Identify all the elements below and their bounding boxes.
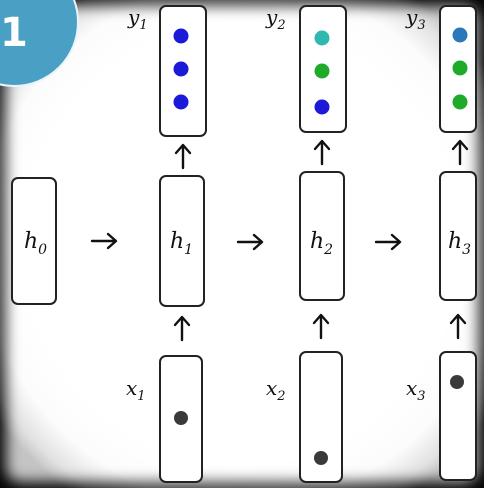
label-x3: x3 [406, 376, 426, 404]
input-column-x2: x2 [266, 351, 343, 483]
output-dot-y3-2 [452, 60, 468, 76]
label-h0: h0 [24, 229, 47, 258]
arrow-x3-to-h3 [449, 313, 467, 340]
output-dot-y3-3 [452, 94, 468, 110]
output-dot-y1-1 [173, 28, 189, 44]
label-x2: x2 [266, 376, 286, 404]
step-badge-label: 1 [0, 10, 28, 56]
output-dot-y3-1 [452, 27, 468, 43]
hidden-box-h0 [11, 177, 57, 305]
label-y3: y3 [405, 5, 426, 33]
output-column-y2: y2 [265, 5, 347, 133]
label-h2: h2 [310, 229, 333, 258]
hidden-box-h3 [439, 171, 477, 301]
input-box-x2 [299, 351, 343, 483]
input-dot-x3 [450, 375, 464, 389]
output-dot-y2-2 [314, 63, 330, 79]
arrow-h0-to-h1 [90, 232, 118, 250]
hidden-box-h2 [299, 171, 345, 301]
input-dot-x1 [174, 411, 188, 425]
output-dot-y1-2 [173, 61, 189, 77]
input-dot-x2 [314, 451, 328, 465]
step-badge: 1 [0, 0, 79, 87]
hidden-box-h1 [159, 175, 205, 307]
output-dot-y2-1 [314, 30, 330, 46]
output-dot-y2-3 [314, 99, 330, 115]
hidden-state-h1: h1 [159, 175, 205, 307]
output-dots-y2 [314, 30, 330, 115]
input-box-x3 [439, 351, 477, 481]
hidden-state-h0: h0 [11, 177, 57, 305]
label-x1: x1 [126, 376, 146, 404]
label-h1: h1 [170, 229, 193, 258]
arrow-h1-to-h2 [236, 233, 264, 251]
output-dots-y3 [452, 27, 468, 110]
arrow-h2-to-y2 [313, 139, 331, 166]
arrow-x2-to-h2 [312, 313, 330, 340]
arrow-x1-to-h1 [173, 315, 191, 342]
output-dots-y1 [173, 28, 189, 110]
arrow-h3-to-y3 [451, 139, 469, 166]
output-column-y1: y1 [127, 5, 207, 137]
input-column-x1: x1 [126, 355, 203, 483]
output-column-y3: y3 [405, 5, 477, 133]
label-h3: h3 [448, 229, 471, 258]
hidden-state-h3: h3 [439, 171, 477, 301]
hidden-state-h2: h2 [299, 171, 345, 301]
label-y2: y2 [265, 5, 286, 33]
label-y1: y1 [127, 5, 148, 33]
output-dot-y1-3 [173, 94, 189, 110]
arrow-h2-to-h3 [374, 233, 402, 251]
input-column-x3: x3 [406, 351, 477, 481]
arrow-h1-to-y1 [174, 143, 192, 170]
